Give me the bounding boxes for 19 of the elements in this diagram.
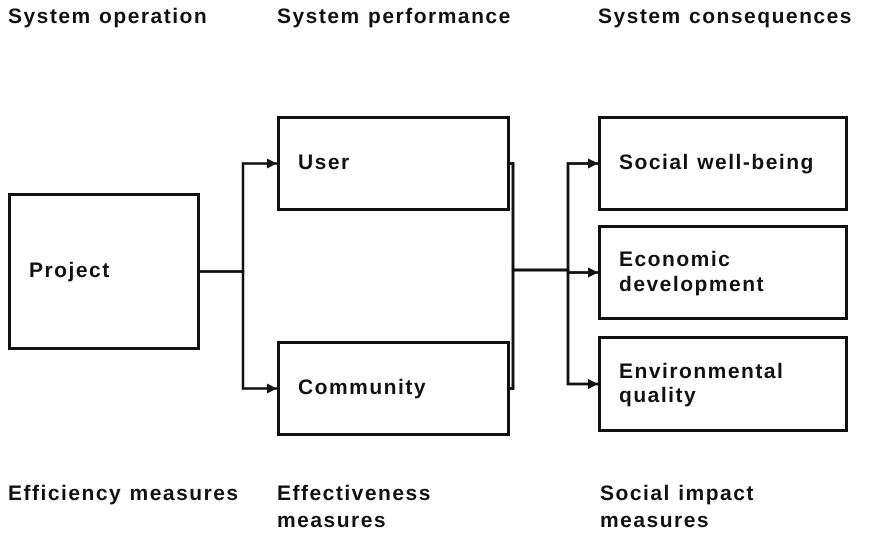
box-label: Community (298, 376, 427, 400)
process-box (598, 336, 848, 432)
box-label: Economic development (619, 248, 766, 296)
connector-arrow (200, 270, 277, 394)
process-box (277, 341, 510, 436)
column-heading: Social impact measures (600, 481, 756, 534)
column-heading: System operation (8, 4, 210, 30)
column-heading: Efficiency measures (8, 481, 241, 507)
process-box (598, 225, 848, 320)
column-heading: Effectiveness measures (277, 481, 433, 534)
box-label: Project (29, 259, 111, 282)
box-label: Environmental quality (619, 360, 784, 407)
process-box (277, 116, 510, 211)
process-box (598, 116, 848, 211)
process-box (8, 193, 200, 350)
box-label: Social well-being (619, 151, 815, 174)
box-label: User (298, 151, 351, 174)
column-heading: System consequences (598, 4, 854, 30)
column-heading: System performance (277, 4, 513, 30)
